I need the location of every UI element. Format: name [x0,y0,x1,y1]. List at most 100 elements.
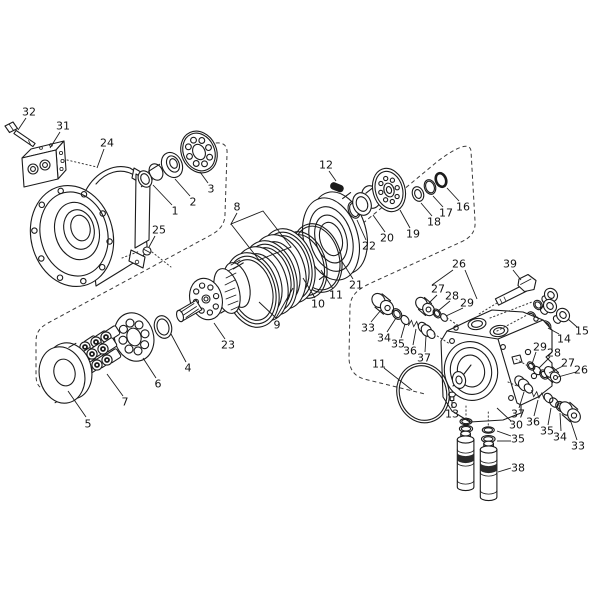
callout-leader-14 [547,327,560,335]
part-label-36: 36 [403,345,417,358]
part-label-33: 33 [361,322,375,335]
callout-leader-39 [512,269,522,281]
callout-leader-32 [17,117,27,131]
callout-leader-9 [258,301,277,319]
part-retainer-ring-4 [153,315,173,339]
part-label-30: 30 [509,419,523,432]
part-label-35: 35 [540,425,554,438]
part-plug-13 [448,391,456,402]
part-label-19: 19 [406,228,420,241]
part-filter-cartridges-38 [456,417,498,502]
part-collar-20 [352,185,381,216]
part-label-9: 9 [274,319,281,332]
part-label-37: 37 [417,352,431,365]
callout-leader-27 [427,294,438,305]
callout-leader-29 [445,307,464,317]
part-ring-18 [411,186,425,202]
part-oring-11-head [396,362,450,424]
part-socket-bolt-39 [494,273,537,306]
part-bushing-1 [137,163,164,188]
part-label-13: 13 [445,408,459,421]
callout-leader-18 [420,202,433,217]
callout-leader-12 [328,170,337,182]
part-label-28: 28 [547,347,561,360]
part-label-20: 20 [380,232,394,245]
part-valve-assembly-26-29-upper [415,296,448,322]
part-rear-head-30 [440,309,553,423]
alignment-dotted-lines [66,159,533,427]
callout-leader-37 [424,335,427,353]
part-plug-25 [142,246,152,256]
part-oring-16 [434,171,448,189]
part-label-26: 26 [452,258,466,271]
part-spring-pin-12 [330,182,344,193]
part-label-33: 33 [571,440,585,453]
part-label-11: 11 [329,289,343,302]
part-label-26: 26 [574,364,588,377]
callout-leader-36 [533,399,539,417]
callout-leader-33 [370,309,382,323]
assembly-boundaries [35,142,476,395]
part-label-32: 32 [22,106,36,119]
part-label-21: 21 [349,279,363,292]
callout-leader-11 [320,269,334,290]
callout-leader-23 [213,322,226,340]
part-label-22: 22 [362,240,376,253]
callout-leader-22 [356,219,367,241]
part-label-31: 31 [56,120,70,133]
part-label-27: 27 [561,357,575,370]
part-label-34: 34 [377,332,391,345]
part-label-27: 27 [431,283,445,296]
callout-leader-33 [569,418,578,441]
callout-leader-30 [496,407,512,422]
part-valve-set-33-37-right [514,375,581,423]
callout-leader-9 [275,287,294,319]
part-label-11: 11 [372,358,386,371]
part-label-15: 15 [575,325,589,338]
part-bolt-32 [4,121,36,148]
part-label-5: 5 [85,418,92,431]
callout-leader-7 [106,373,124,397]
part-label-7: 7 [122,396,129,409]
part-label-17: 17 [439,207,453,220]
callout-leader-27 [548,365,564,374]
callout-leader-1 [152,184,173,206]
part-ball-bearing-3 [180,130,218,174]
callout-leader-38 [497,467,512,473]
callout-leader-34 [386,317,397,333]
callout-leader-26 [557,371,577,378]
callout-leader-29 [531,351,537,365]
callout-leader-5 [67,390,87,418]
part-label-37: 37 [511,408,525,421]
callout-leader-6 [142,357,157,379]
callout-leader-4 [170,333,187,363]
part-label-28: 28 [445,290,459,303]
part-brake-piston-21 [302,191,368,281]
part-label-2: 2 [190,196,197,209]
callout-leader-17 [432,195,444,208]
part-label-25: 25 [152,224,166,237]
callout-leader-26 [464,269,478,300]
callout-leader-35 [547,407,552,426]
part-valve-block-31 [21,140,67,188]
part-swash-plate-5 [38,342,93,404]
callout-leader-35 [400,323,406,339]
part-retainer-plate-6 [113,312,155,362]
callout-leader-2 [174,178,191,197]
part-label-29: 29 [533,341,547,354]
part-label-39: 39 [503,258,517,271]
part-front-housing-24 [29,166,151,288]
part-label-12: 12 [319,159,333,172]
part-label-4: 4 [185,362,192,375]
callout-leader-28 [538,356,551,369]
part-label-18: 18 [427,216,441,229]
part-label-34: 34 [553,431,567,444]
part-valve-assembly-26-29-right [526,361,562,384]
callout-leader-21 [340,259,354,280]
callout-leader-28 [437,300,451,312]
callout-leader-10 [302,277,316,299]
callout-leader-16 [446,187,460,202]
part-label-24: 24 [100,137,114,150]
